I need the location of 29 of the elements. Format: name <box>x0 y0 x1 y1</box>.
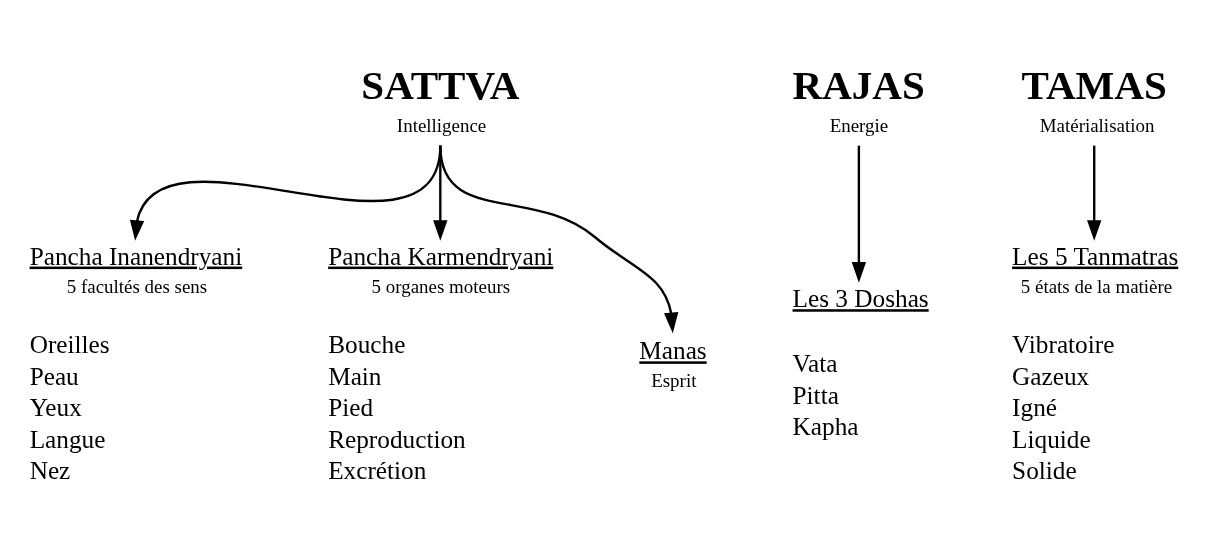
node-text: Les 5 Tanmatras 5 états de la matière <box>1012 241 1179 297</box>
node-label: Nez <box>29 455 71 484</box>
node-label: Liquide <box>1012 424 1091 453</box>
node-label: Vata <box>792 348 838 377</box>
node-label: Main <box>328 361 382 390</box>
node-label: Excrétion <box>328 455 427 484</box>
node-label: Kapha <box>792 411 859 440</box>
node-text: Pancha Inanendryani 5 facultés des sens <box>29 241 243 297</box>
node-text: Manas Esprit <box>639 335 707 391</box>
node-text: RAJAS Energie <box>792 61 925 136</box>
node-label: Langue <box>29 424 106 453</box>
node-label: Vibratoire <box>1012 329 1115 358</box>
node-label: Bouche <box>328 329 406 358</box>
node-text: TAMAS Matérialisation <box>1021 61 1167 136</box>
arrow <box>851 145 867 283</box>
arrow <box>1087 145 1102 241</box>
node-label: Pied <box>328 392 374 421</box>
node-label: Solide <box>1012 455 1077 484</box>
arrow <box>439 145 679 333</box>
node-text: Les 3 Doshas <box>792 283 929 312</box>
node-label: Reproduction <box>328 424 466 453</box>
node-label: Oreilles <box>29 329 110 358</box>
node-text: SATTVA Intelligence <box>361 61 520 136</box>
node-text: Pancha Karmendryani 5 organes moteurs <box>328 241 554 297</box>
node-label: Pitta <box>792 380 839 409</box>
node-label: Gazeux <box>1012 361 1090 390</box>
node-label: Yeux <box>29 392 82 421</box>
node-label: Igné <box>1012 392 1057 421</box>
node-label: Peau <box>29 361 79 390</box>
